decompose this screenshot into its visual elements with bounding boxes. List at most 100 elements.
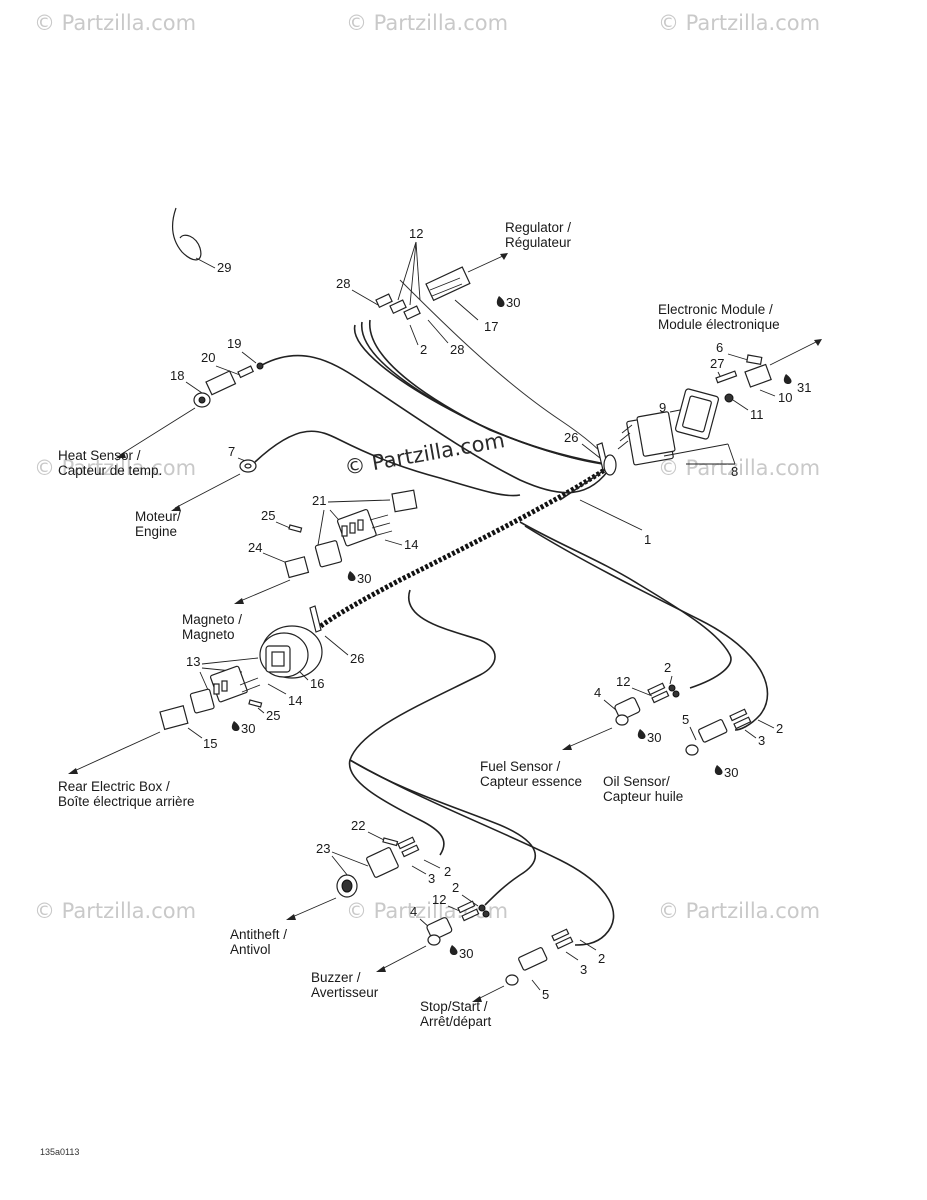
- fuel-oil-sensor-group: 2 12 4 30 Fuel Sensor / Capteur essence …: [480, 660, 783, 804]
- heat-sensor-label-line-2: Capteur de temp.: [58, 463, 162, 478]
- callout-6: 6: [716, 340, 723, 355]
- rear-electric-box-label-line-2: Boîte électrique arrière: [58, 794, 195, 809]
- connector-group-21: 21 25 24 14 30: [234, 489, 418, 604]
- stop-start-label-line-1: Stop/Start /: [420, 999, 488, 1014]
- engine-label-line-2: Engine: [135, 524, 177, 539]
- callout-2: 2: [420, 342, 427, 357]
- callout-30: 30: [647, 730, 661, 745]
- watermark: © Partzilla.com: [34, 456, 196, 480]
- callout-12: 12: [409, 226, 423, 241]
- callout-4: 4: [410, 904, 417, 919]
- watermark: © Partzilla.com: [34, 899, 196, 923]
- callout-5: 5: [682, 712, 689, 727]
- callout-30: 30: [459, 946, 473, 961]
- callout-25: 25: [261, 508, 275, 523]
- callout-3: 3: [758, 733, 765, 748]
- callout-28: 28: [336, 276, 350, 291]
- buzzer-label-line-2: Avertisseur: [311, 985, 379, 1000]
- callout-22: 22: [351, 818, 365, 833]
- callout-23: 23: [316, 841, 330, 856]
- callout-9: 9: [659, 400, 666, 415]
- callout-16: 16: [310, 676, 324, 691]
- callout-7: 7: [228, 444, 235, 459]
- antitheft-label-line-2: Antivol: [230, 942, 271, 957]
- magneto-label-line-1: Magneto /: [182, 612, 242, 627]
- callout-12: 12: [432, 892, 446, 907]
- heat-sensor-label-line-1: Heat Sensor /: [58, 448, 141, 463]
- callout-27: 27: [710, 356, 724, 371]
- electronic-module-group: Electronic Module / Module électronique …: [564, 302, 822, 479]
- harness-wires: [254, 279, 769, 946]
- callout-10: 10: [778, 390, 792, 405]
- callout-21: 21: [312, 493, 326, 508]
- watermark: © Partzilla.com: [34, 11, 196, 35]
- callout-2: 2: [444, 864, 451, 879]
- watermark-main: © Partzilla.com: [343, 428, 507, 480]
- regulator-connector-group: 12 28 Regulator / Régulateur 30 17 2 28: [336, 220, 572, 357]
- callout-15: 15: [203, 736, 217, 751]
- antitheft-group: 22 23 2 3 Antitheft / Antivol: [230, 818, 451, 957]
- callout-26: 26: [564, 430, 578, 445]
- rear-electric-box-label-line-1: Rear Electric Box /: [58, 779, 170, 794]
- grease-drop-icon: [714, 765, 723, 775]
- magneto-group: Magneto / Magneto 26 16 13 14 25 30 15 R…: [58, 605, 364, 809]
- grease-drop-icon: [783, 374, 792, 384]
- electronic-module-label-line-1: Electronic Module /: [658, 302, 773, 317]
- callout-14: 14: [288, 693, 302, 708]
- callout-28: 28: [450, 342, 464, 357]
- callout-2: 2: [598, 951, 605, 966]
- regulator-label-line-1: Regulator /: [505, 220, 571, 235]
- callout-8: 8: [731, 464, 738, 479]
- grease-drop-icon: [637, 729, 646, 739]
- magneto-label-line-2: Magneto: [182, 627, 235, 642]
- watermark: © Partzilla.com: [658, 11, 820, 35]
- callout-4: 4: [594, 685, 601, 700]
- callout-2: 2: [452, 880, 459, 895]
- callout-2: 2: [664, 660, 671, 675]
- callout-11: 11: [750, 407, 764, 422]
- fuel-sensor-label-line-2: Capteur essence: [480, 774, 582, 789]
- callout-30: 30: [724, 765, 738, 780]
- callout-2: 2: [776, 721, 783, 736]
- grease-drop-icon: [347, 571, 356, 581]
- buzzer-label-line-1: Buzzer /: [311, 970, 361, 985]
- callout-26: 26: [350, 651, 364, 666]
- watermark: © Partzilla.com: [658, 456, 820, 480]
- callout-12: 12: [616, 674, 630, 689]
- callout-19: 19: [227, 336, 241, 351]
- callout-3: 3: [580, 962, 587, 977]
- callout-14: 14: [404, 537, 418, 552]
- callout-29: 29: [217, 260, 231, 275]
- engine-label-line-1: Moteur/: [135, 509, 181, 524]
- drawing-code: 135a0113: [40, 1147, 79, 1157]
- grease-drop-icon: [496, 296, 505, 307]
- antitheft-label-line-1: Antitheft /: [230, 927, 287, 942]
- callout-20: 20: [201, 350, 215, 365]
- harness-callout-1: 1: [579, 499, 651, 547]
- callout-24: 24: [248, 540, 262, 555]
- callout-30: 30: [241, 721, 255, 736]
- engine-ground-group: 7 Moteur/ Engine: [135, 444, 257, 539]
- callout-1: 1: [644, 532, 651, 547]
- electronic-module-label-line-2: Module électronique: [658, 317, 780, 332]
- callout-3: 3: [428, 871, 435, 886]
- grease-drop-icon: [449, 945, 458, 955]
- callout-5: 5: [542, 987, 549, 1002]
- stop-start-group: 2 3 5 Stop/Start / Arrêt/départ: [420, 928, 605, 1029]
- stop-start-label-line-2: Arrêt/départ: [420, 1014, 492, 1029]
- fuel-sensor-label-line-1: Fuel Sensor /: [480, 759, 561, 774]
- callout-18: 18: [170, 368, 184, 383]
- callout-25: 25: [266, 708, 280, 723]
- regulator-label-line-2: Régulateur: [505, 235, 572, 250]
- oil-sensor-label-line-2: Capteur huile: [603, 789, 683, 804]
- oil-sensor-label-line-1: Oil Sensor/: [603, 774, 670, 789]
- cable-tie-29: 29: [172, 207, 231, 275]
- heat-sensor-group: 19 20 18 Heat Sensor / Capteur de temp.: [58, 336, 264, 478]
- callout-30: 30: [357, 571, 371, 586]
- callout-17: 17: [484, 319, 498, 334]
- callout-30: 30: [506, 295, 520, 310]
- callout-31: 31: [797, 380, 811, 395]
- watermark: © Partzilla.com: [346, 11, 508, 35]
- buzzer-group: 2 12 4 30 Buzzer / Avertisseur: [311, 880, 490, 1000]
